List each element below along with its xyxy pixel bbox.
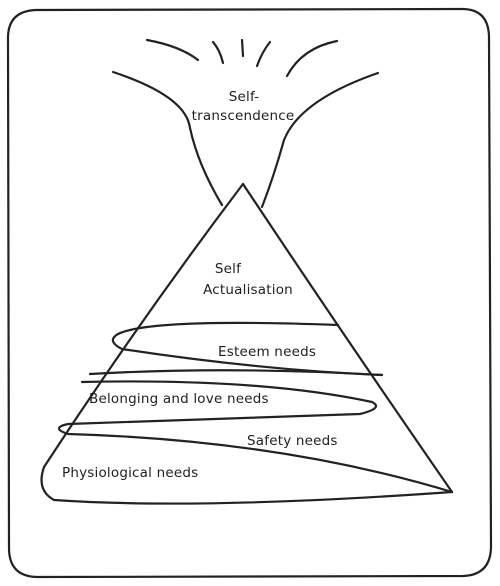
burst-line-5 xyxy=(285,39,339,78)
pyramid-right-edge xyxy=(241,182,454,494)
label-physiological-needs: Physiological needs xyxy=(62,465,198,481)
outer-frame xyxy=(6,7,493,579)
burst-line-2 xyxy=(211,40,225,65)
label-self-actualisation-line2: Actualisation xyxy=(203,282,293,298)
spiral-layer-self-actualisation-base xyxy=(111,321,384,377)
burst-line-1 xyxy=(145,38,200,62)
pyramid-left-edge xyxy=(40,182,454,505)
spiral-layer-esteem-base xyxy=(88,369,384,377)
label-self-transcendence-line1: Self- xyxy=(229,89,260,105)
label-esteem-needs: Esteem needs xyxy=(218,344,316,360)
label-safety-needs: Safety needs xyxy=(247,433,338,449)
spiral-layer-belonging-base xyxy=(57,380,454,494)
burst-line-4 xyxy=(255,40,272,68)
funnel-left-side xyxy=(111,70,224,207)
label-self-actualisation-line1: Self xyxy=(215,261,242,277)
funnel-right-side xyxy=(260,71,380,209)
label-self-transcendence-line2: transcendence xyxy=(192,108,295,124)
label-belonging-and-love-needs: Belonging and love needs xyxy=(89,391,269,407)
burst-line-3 xyxy=(240,38,245,58)
